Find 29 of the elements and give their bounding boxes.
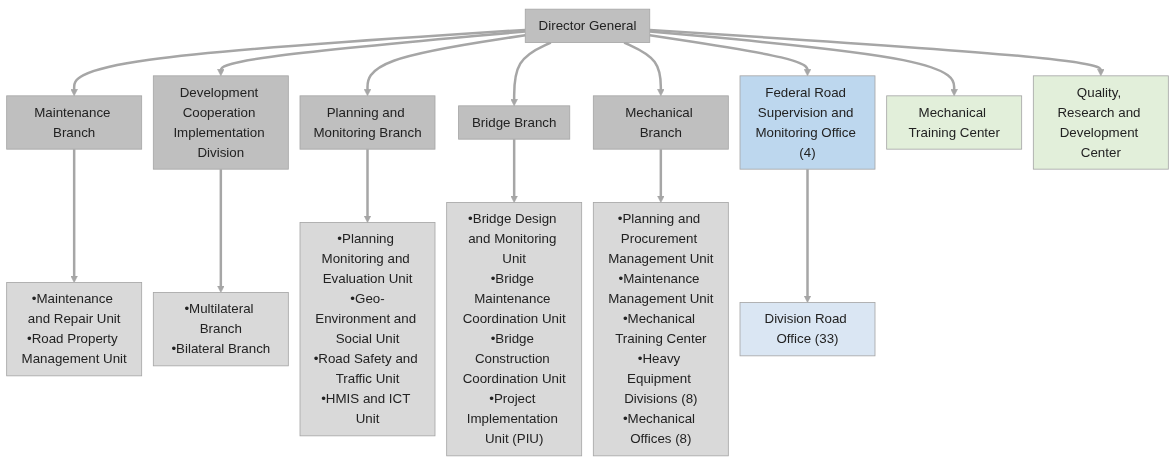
node-box: •Planning and Procurement Management Unit •Maintenance Management Unit •Mechanical Training Center •Heavy Equipment Divisions (8) •Mechanical Offices (8)	[592, 202, 729, 457]
arrow	[649, 28, 1105, 77]
node-box: •Bridge Design and Monitoring Unit •Bridge Maintenance Coordination Unit •Bridge Construction Coordination Unit •Project Implementation Unit (PIU)	[446, 202, 583, 457]
arrow	[623, 41, 665, 97]
node-box: •Planning Monitoring and Evaluation Unit •Geo-Environment and Social Unit •Road Safety and Traffic Unit •HMIS and ICT Unit	[299, 222, 436, 437]
node-box: Director General	[524, 8, 651, 43]
node-box: Mechanical Training Center	[886, 95, 1023, 150]
arrow	[217, 169, 225, 293]
arrow	[657, 149, 665, 203]
arrow	[649, 30, 958, 97]
arrow	[649, 34, 812, 77]
arrow	[217, 30, 526, 77]
arrow	[803, 169, 812, 303]
arrow	[363, 149, 372, 223]
node-box: Mechanical Branch	[592, 95, 729, 150]
node-box: •Multilateral Branch •Bilateral Branch	[152, 292, 289, 367]
arrow	[363, 34, 526, 97]
arrow	[70, 28, 526, 97]
arrow	[510, 41, 552, 107]
node-box: Division Road Office (33)	[739, 302, 876, 357]
node-box: Federal Road Supervision and Monitoring Office (4)	[739, 75, 876, 170]
node-box: •Maintenance and Repair Unit •Road Property Management Unit	[6, 282, 143, 377]
node-box: Planning and Monitoring Branch	[299, 95, 436, 150]
node-box: Maintenance Branch	[6, 95, 143, 150]
arrow	[510, 139, 518, 203]
node-box: Bridge Branch	[458, 105, 571, 140]
arrow	[70, 149, 78, 283]
node-box: Development Cooperation Implementation Division	[152, 75, 289, 170]
node-box: Quality, Research and Development Center	[1032, 75, 1169, 170]
